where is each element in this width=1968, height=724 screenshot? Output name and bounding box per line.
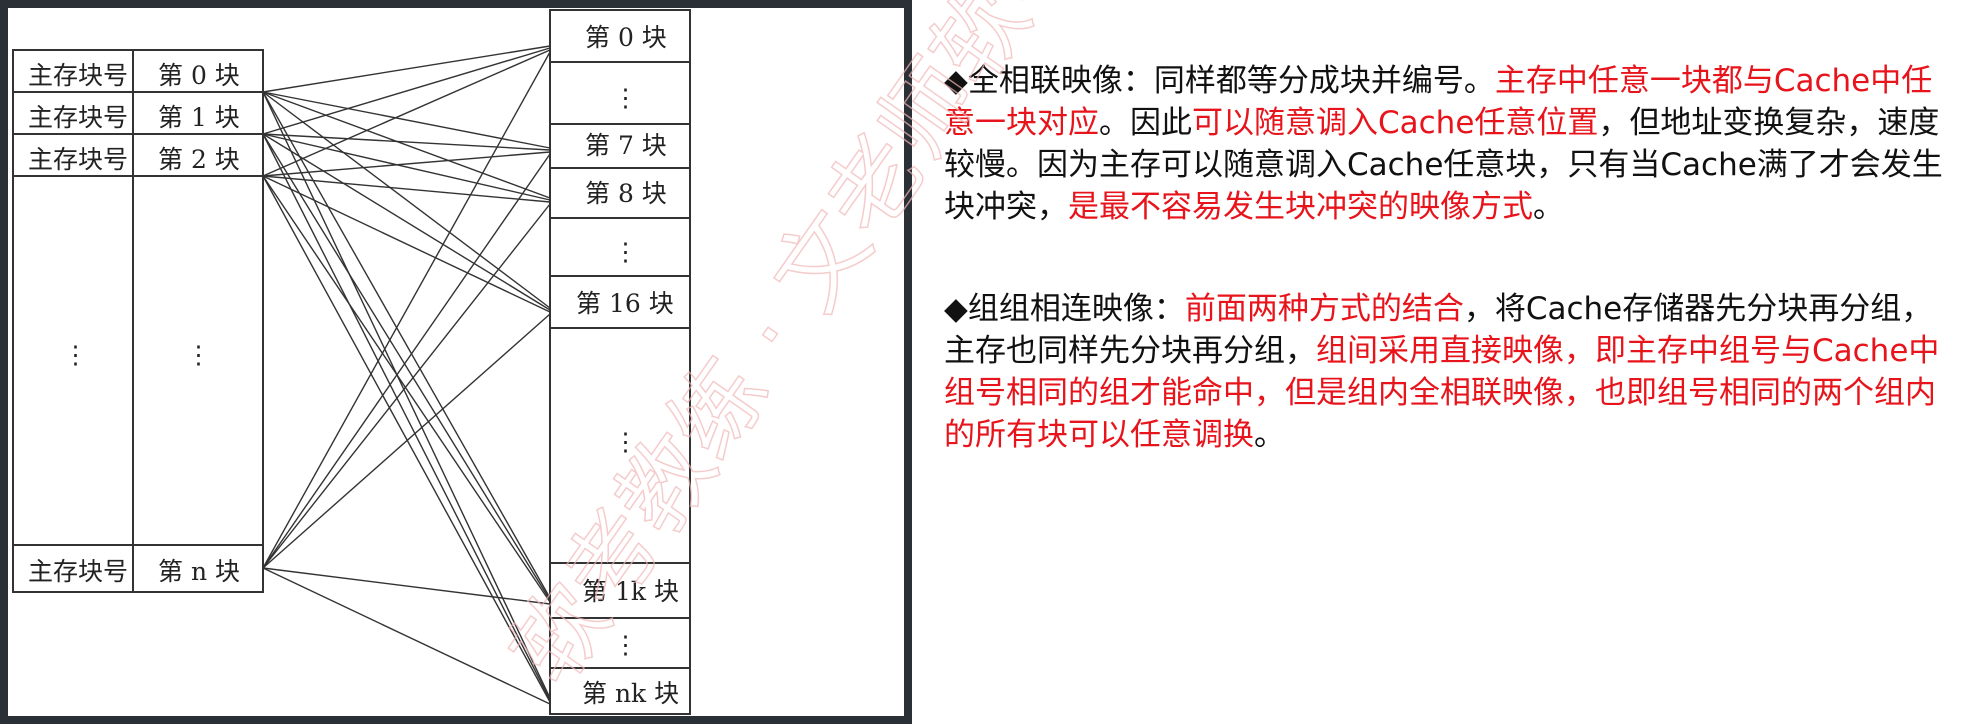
p1-seg-6: 。: [1533, 189, 1564, 225]
cache-vdots-4: ⋮: [613, 630, 638, 659]
p1-seg-3: 可以随意调入Cache任意位置: [1192, 105, 1599, 141]
explanation-text: ◆全相联映像：同样都等分成块并编号。主存中任意一块都与Cache中任意一块对应。…: [944, 60, 1954, 516]
mapping-svg: 主存块号 第 0 块 主存块号 第 1 块 主存块号 第 2 块 ⋮ ⋮ 主存块…: [12, 9, 691, 715]
cache-block-8: 第 8 块: [585, 179, 667, 208]
cache-block-16: 第 16 块: [576, 289, 674, 318]
p2-seg-0: ◆组组相连映像：: [944, 291, 1185, 327]
cache-vdots-1: ⋮: [613, 83, 638, 112]
main-row-1-block: 第 1 块: [158, 103, 240, 132]
fully-associative-paragraph: ◆全相联映像：同样都等分成块并编号。主存中任意一块都与Cache中任意一块对应。…: [944, 60, 1954, 228]
cache-block-nk: 第 nk 块: [582, 679, 679, 708]
main-right-vdots: ⋮: [186, 340, 211, 369]
p2-seg-4: 。: [1254, 417, 1285, 453]
main-row-n-label: 主存块号: [28, 557, 128, 586]
main-row-2-block: 第 2 块: [158, 145, 240, 174]
cache-vdots-2: ⋮: [613, 237, 638, 266]
p1-seg-4: ，但地址变换复杂，速度较慢。因为主存可以随意调入Cache任意块，只有当Cach…: [944, 105, 1943, 225]
p1-seg-1: 主存中任意一块都与Cache中任意一块对应: [944, 63, 1933, 141]
cache-column: [549, 9, 691, 715]
main-row-0-label: 主存块号: [28, 61, 128, 90]
cache-block-7: 第 7 块: [585, 131, 667, 160]
main-memory-table: [12, 49, 264, 593]
main-row-1-label: 主存块号: [28, 103, 128, 132]
p1-seg-2: 。因此: [1099, 105, 1192, 141]
fully-associative-mapping-diagram: 主存块号 第 0 块 主存块号 第 1 块 主存块号 第 2 块 ⋮ ⋮ 主存块…: [8, 8, 904, 716]
main-row-0-block: 第 0 块: [158, 61, 240, 90]
p1-seg-0: ◆全相联映像：同样都等分成块并编号。: [944, 63, 1495, 99]
p2-seg-2: ，将Cache存储器先分块再分组，主存也同样先分块再分组，: [944, 291, 1933, 369]
diagram-panel: 主存块号 第 0 块 主存块号 第 1 块 主存块号 第 2 块 ⋮ ⋮ 主存块…: [0, 0, 912, 724]
main-row-2-label: 主存块号: [28, 145, 128, 174]
cache-vdots-3: ⋮: [613, 427, 638, 456]
p2-seg-1: 前面两种方式的结合: [1184, 291, 1464, 327]
cache-block-1k: 第 1k 块: [582, 577, 679, 606]
mapping-lines: [262, 45, 551, 705]
p1-seg-5: 是最不容易发生块冲突的映像方式: [1068, 189, 1533, 225]
cache-block-0: 第 0 块: [585, 23, 667, 52]
p2-seg-3: 组间采用直接映像，即主存中组号与Cache中组号相同的组才能命中，但是组内全相联…: [944, 333, 1940, 453]
main-row-n-block: 第 n 块: [158, 557, 240, 586]
main-left-vdots: ⋮: [63, 340, 88, 369]
set-associative-paragraph: ◆组组相连映像：前面两种方式的结合，将Cache存储器先分块再分组，主存也同样先…: [944, 288, 1954, 456]
